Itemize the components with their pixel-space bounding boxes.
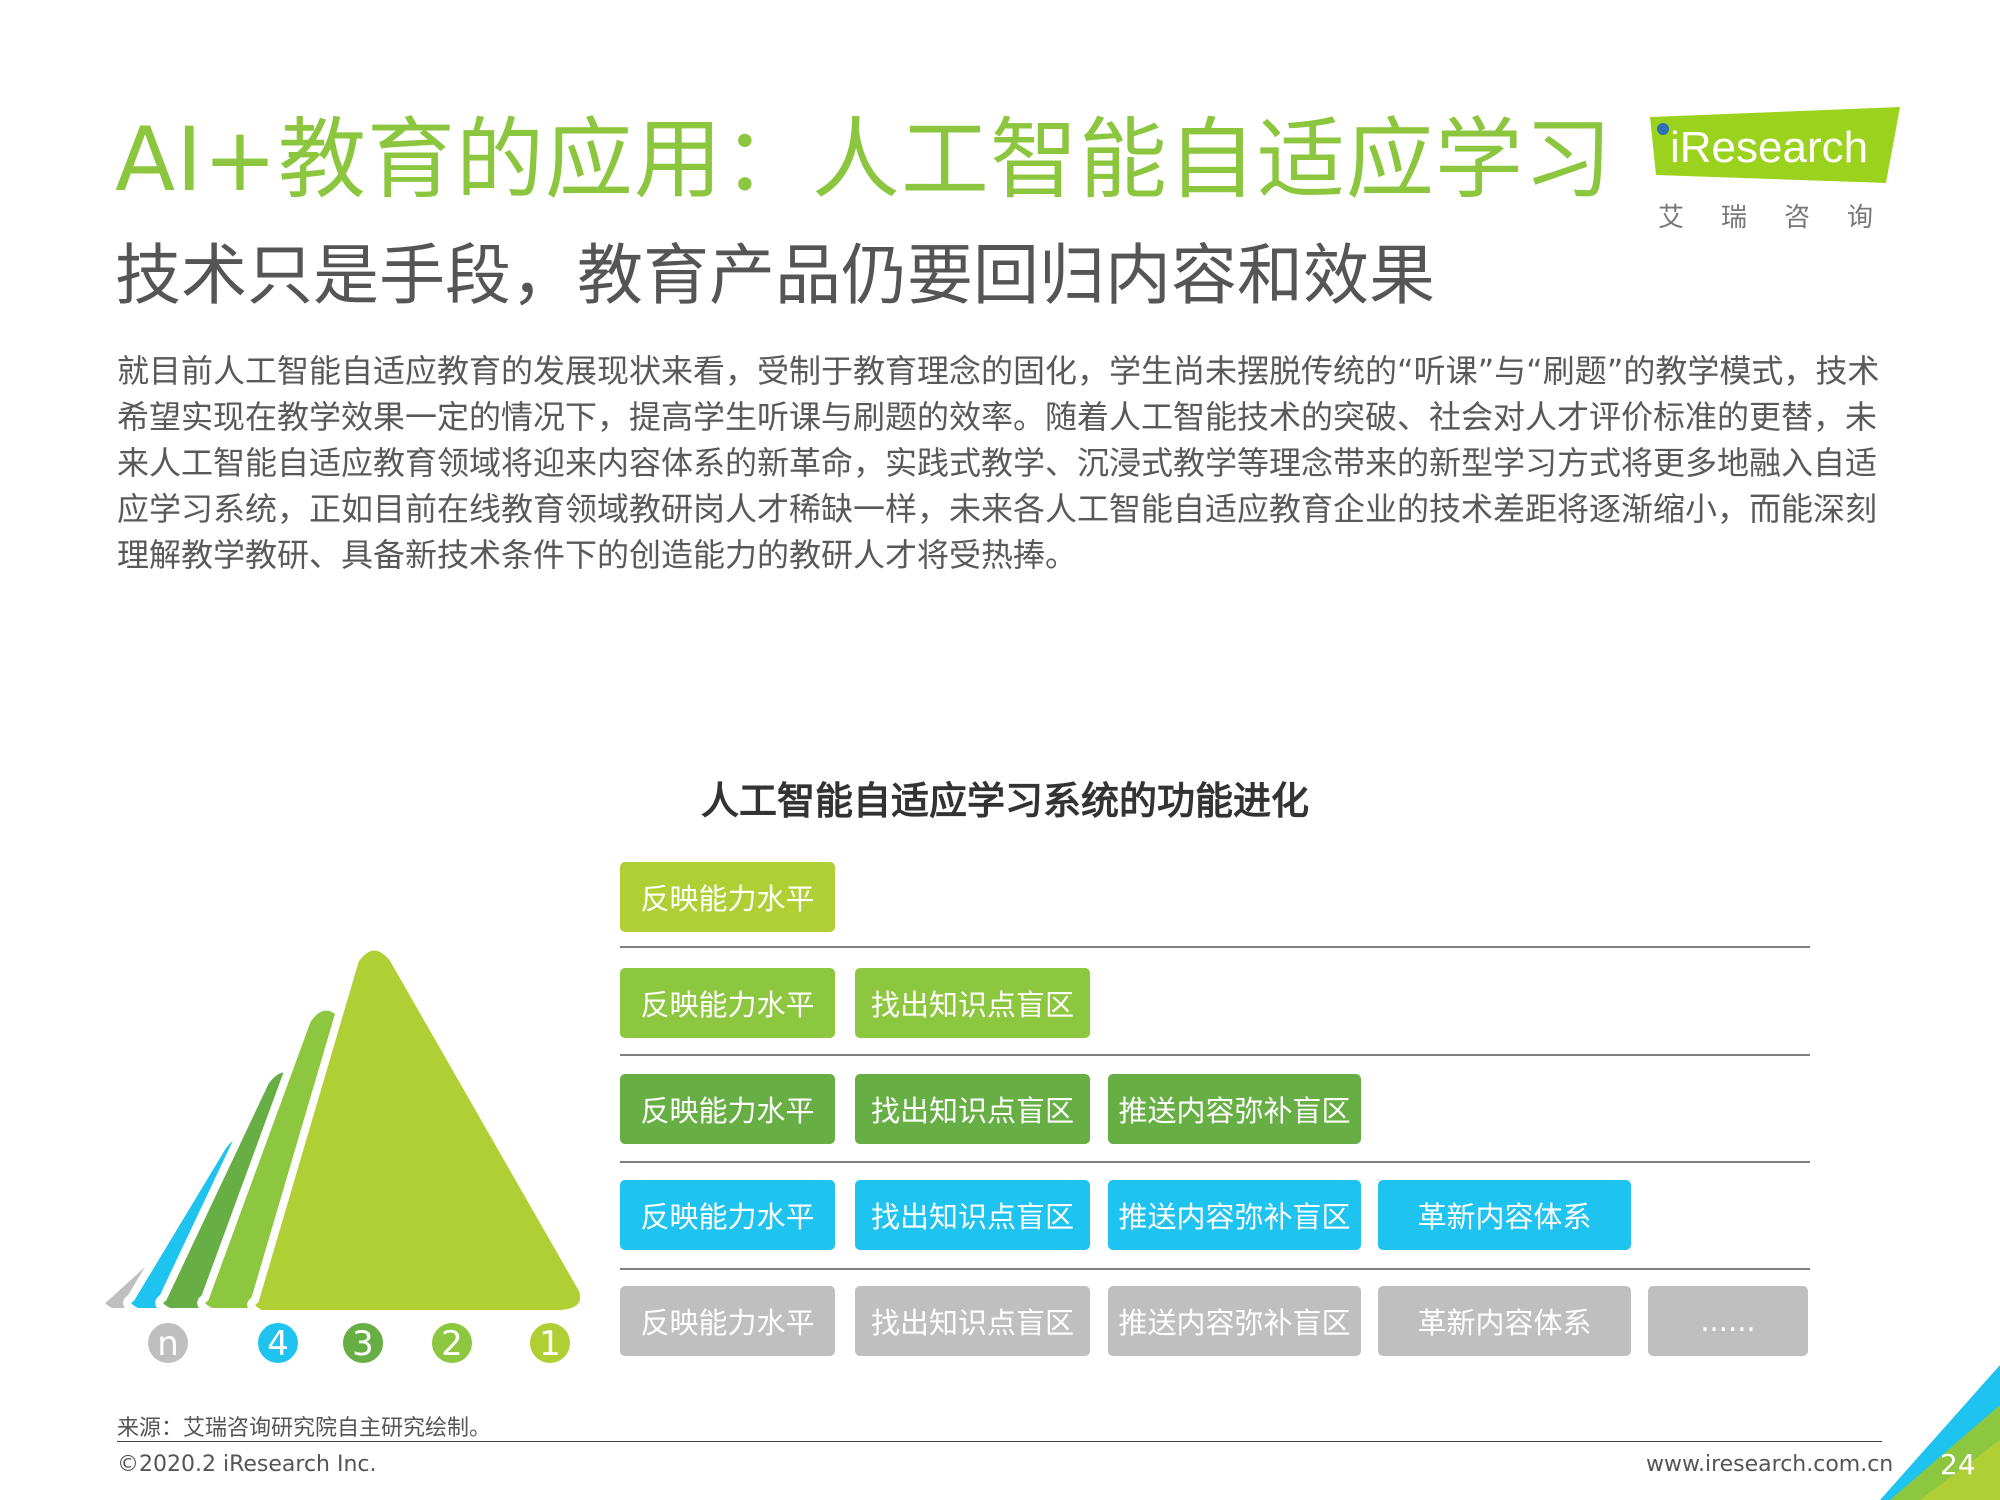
body-paragraph: 就目前人工智能自适应教育的发展现状来看，受制于教育理念的固化，学生尚未摆脱传统的… bbox=[117, 352, 1880, 574]
row-divider bbox=[620, 1161, 1810, 1163]
stage-number-badge bbox=[144, 1319, 192, 1367]
function-box: 找出知识点盲区 bbox=[855, 1074, 1090, 1144]
website-url: www.iresearch.com.cn bbox=[1646, 1452, 1894, 1477]
function-box: 推送内容弥补盲区 bbox=[1108, 1180, 1361, 1250]
pyramid-layer-1 bbox=[247, 942, 588, 1318]
function-box: 推送内容弥补盲区 bbox=[1108, 1074, 1361, 1144]
logo-dot-icon bbox=[1657, 123, 1669, 135]
function-box: 反映能力水平 bbox=[620, 1286, 835, 1356]
stage-number-label: 3 bbox=[352, 1324, 374, 1364]
page-subtitle: 技术只是手段，教育产品仍要回归内容和效果 bbox=[115, 237, 1435, 314]
function-box: 革新内容体系 bbox=[1378, 1286, 1631, 1356]
stage-number-label: 1 bbox=[539, 1324, 561, 1364]
function-box: 推送内容弥补盲区 bbox=[1108, 1286, 1361, 1356]
function-box: 反映能力水平 bbox=[620, 968, 835, 1038]
diagram-title: 人工智能自适应学习系统的功能进化 bbox=[700, 779, 1309, 823]
function-box: 反映能力水平 bbox=[620, 1074, 835, 1144]
function-box: 反映能力水平 bbox=[620, 1180, 835, 1250]
evolution-pyramid: 1 2 3 4 n bbox=[97, 942, 588, 1367]
function-box: 反映能力水平 bbox=[620, 862, 835, 932]
row-divider bbox=[620, 1054, 1810, 1056]
iresearch-logo: iResearch 艾瑞咨询 bbox=[1650, 105, 1900, 233]
function-box: 找出知识点盲区 bbox=[855, 1286, 1090, 1356]
footer-divider bbox=[117, 1441, 1882, 1442]
function-box: 找出知识点盲区 bbox=[855, 1180, 1090, 1250]
stage-number-badge bbox=[254, 1319, 302, 1367]
stage-number-label: 4 bbox=[267, 1324, 289, 1364]
source-note: 来源：艾瑞咨询研究院自主研究绘制。 bbox=[117, 1416, 492, 1441]
page-number: 24 bbox=[1940, 1448, 1976, 1481]
stage-number-badge bbox=[428, 1319, 476, 1367]
logo-wordmark: iResearch bbox=[1670, 123, 1869, 172]
corner-decoration bbox=[1880, 1365, 2000, 1500]
function-box: 找出知识点盲区 bbox=[855, 968, 1090, 1038]
stage-number-badge bbox=[339, 1319, 387, 1367]
logo-chinese-name: 艾瑞咨询 bbox=[1658, 203, 1911, 233]
page-title: AI+教育的应用：人工智能自适应学习 bbox=[115, 108, 1613, 211]
row-divider bbox=[620, 1268, 1810, 1270]
row-divider bbox=[620, 946, 1810, 948]
function-box: ...... bbox=[1648, 1286, 1808, 1356]
logo-tag-shape bbox=[1650, 107, 1900, 183]
stage-number-label: n bbox=[157, 1324, 179, 1364]
stage-number-badge bbox=[526, 1319, 574, 1367]
stage-number-label: 2 bbox=[441, 1324, 463, 1364]
function-box: 革新内容体系 bbox=[1378, 1180, 1631, 1250]
copyright-text: ©2020.2 iResearch Inc. bbox=[117, 1452, 377, 1477]
